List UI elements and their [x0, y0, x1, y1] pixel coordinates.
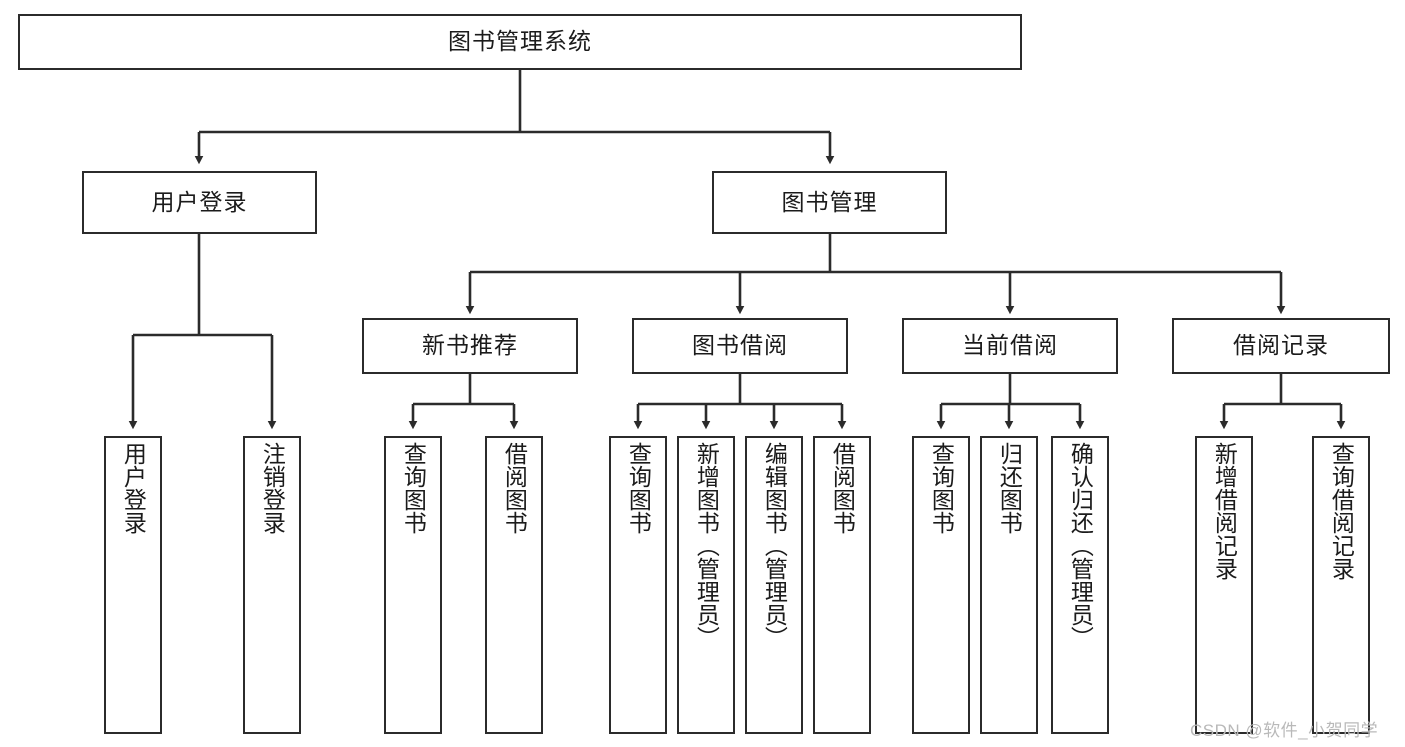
- node-borrow-records[interactable]: 借阅记录: [1172, 318, 1390, 374]
- node-label: 新书推荐: [422, 332, 518, 359]
- node-new-book-recommend[interactable]: 新书推荐: [362, 318, 578, 374]
- leaf-recommend-borrow-book[interactable]: 借阅图书: [485, 436, 543, 734]
- node-label: 查询图书: [400, 442, 427, 534]
- watermark-credit: CSDN @软件_小贺同学: [1190, 721, 1379, 740]
- node-label: 新增借阅记录: [1211, 442, 1238, 580]
- node-label: 当前借阅: [962, 332, 1058, 359]
- node-label: 用户登录: [120, 442, 147, 534]
- node-root-system[interactable]: 图书管理系统: [18, 14, 1022, 70]
- leaf-borrow-borrow-book[interactable]: 借阅图书: [813, 436, 871, 734]
- leaf-current-return-book[interactable]: 归还图书: [980, 436, 1038, 734]
- node-label: 查询图书: [928, 442, 955, 534]
- node-label: 新增图书（管理员）: [693, 442, 720, 649]
- node-label: 用户登录: [151, 188, 248, 215]
- node-label: 图书管理系统: [448, 28, 592, 55]
- node-label: 编辑图书（管理员）: [761, 442, 788, 649]
- node-book-borrow[interactable]: 图书借阅: [632, 318, 848, 374]
- node-label: 归还图书: [996, 442, 1023, 534]
- leaf-borrow-add-book-admin[interactable]: 新增图书（管理员）: [677, 436, 735, 734]
- leaf-records-add-record[interactable]: 新增借阅记录: [1195, 436, 1253, 734]
- leaf-recommend-query-book[interactable]: 查询图书: [384, 436, 442, 734]
- node-label: 图书借阅: [692, 332, 788, 359]
- leaf-borrow-query-book[interactable]: 查询图书: [609, 436, 667, 734]
- node-label: 借阅图书: [501, 442, 528, 534]
- leaf-current-confirm-return-admin[interactable]: 确认归还（管理员）: [1051, 436, 1109, 734]
- node-book-management[interactable]: 图书管理: [712, 171, 947, 234]
- node-label: 确认归还（管理员）: [1067, 442, 1094, 649]
- leaf-records-query-record[interactable]: 查询借阅记录: [1312, 436, 1370, 734]
- node-label: 借阅图书: [829, 442, 856, 534]
- node-label: 借阅记录: [1233, 332, 1329, 359]
- node-label: 查询图书: [625, 442, 652, 534]
- leaf-borrow-edit-book-admin[interactable]: 编辑图书（管理员）: [745, 436, 803, 734]
- node-label: 查询借阅记录: [1328, 442, 1355, 580]
- node-label: 图书管理: [781, 188, 878, 215]
- node-user-login[interactable]: 用户登录: [82, 171, 317, 234]
- node-label: 注销登录: [259, 442, 286, 534]
- leaf-current-query-book[interactable]: 查询图书: [912, 436, 970, 734]
- leaf-logout-login[interactable]: 注销登录: [243, 436, 301, 734]
- leaf-user-login[interactable]: 用户登录: [104, 436, 162, 734]
- node-current-borrow[interactable]: 当前借阅: [902, 318, 1118, 374]
